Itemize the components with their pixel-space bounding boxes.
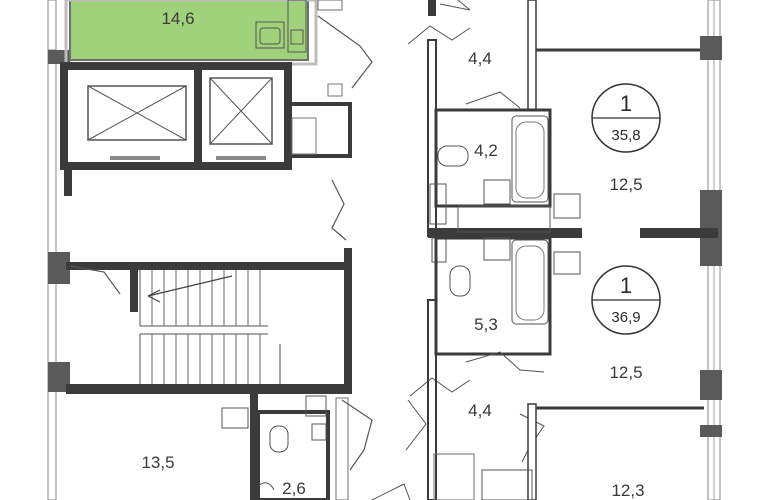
stair-steps-lower	[151, 334, 261, 384]
room-left-bottom[interactable]: 13,5	[70, 394, 250, 500]
stair-direction-arrow	[147, 275, 233, 303]
highlighted-room[interactable]: 14,6	[64, 0, 318, 66]
bathroom-block-bottom: 2,6	[221, 394, 349, 500]
apartment-divider-wall	[428, 228, 582, 238]
bathtub-icon	[511, 239, 549, 325]
bathroom-lower	[434, 236, 552, 356]
stair-steps-upper	[151, 270, 261, 326]
bath-lower-area: 5,3	[474, 315, 498, 334]
sink-icon-lower	[553, 251, 581, 275]
column-right-1	[700, 36, 722, 60]
room-lower-area: 12,5	[609, 363, 642, 382]
toilet-icon	[269, 425, 289, 453]
corridor-wall-right	[428, 0, 436, 16]
toilet-icon	[449, 265, 471, 297]
apartment-lower[interactable]: 5,3 12,5 4,4 1 36,9	[405, 236, 704, 500]
room-left-bottom-area: 13,5	[141, 453, 174, 472]
column-right-4	[700, 425, 722, 437]
corridor-doors	[317, 15, 373, 471]
room-right-bottom-area: 12,3	[611, 481, 644, 500]
apartment-lower-rooms: 1	[620, 273, 632, 298]
sink-icon	[483, 179, 511, 205]
utility-closet	[286, 102, 352, 158]
right-facade	[700, 0, 722, 500]
shaft-vent-top	[317, 0, 343, 11]
wc-bottom-area: 2,6	[282, 479, 306, 498]
column-right-3	[700, 370, 722, 400]
apartment-lower-badge: 1 36,9	[591, 265, 661, 335]
bath-upper-area: 4,2	[474, 141, 498, 160]
left-exterior-wall	[47, 0, 57, 500]
left-facade	[47, 0, 70, 500]
toilet-icon-2	[257, 482, 275, 491]
sink-icon-upper	[553, 193, 581, 219]
highlighted-room-area: 14,6	[161, 9, 194, 28]
staircase	[66, 248, 352, 394]
apartment-lower-total: 36,9	[611, 309, 640, 326]
sink-icon	[221, 407, 249, 429]
sink-icon	[255, 21, 285, 49]
column-left-3	[48, 362, 70, 392]
toilet-icon	[437, 145, 469, 167]
hall-upper-area: 4,4	[468, 49, 492, 68]
apartment-upper[interactable]: 4,4 4,2 12,5 1 35,8	[407, 0, 700, 237]
elevator-shaft-2	[209, 77, 273, 145]
elevator-shaft-1	[87, 85, 187, 141]
window-left-top	[47, 0, 57, 51]
elevator-core	[60, 62, 352, 196]
sink-icon	[483, 237, 511, 261]
highlighted-room-fill	[69, 0, 309, 61]
apartment-upper-badge: 1 35,8	[591, 83, 661, 153]
bathtub-icon	[511, 115, 549, 203]
apartment-upper-rooms: 1	[620, 91, 632, 116]
room-right-bottom[interactable]: 12,3	[371, 469, 645, 500]
column-left-2	[48, 252, 70, 284]
apartment-upper-total: 35,8	[611, 127, 640, 144]
hall-lower-area: 4,4	[468, 401, 492, 420]
shaft-left-end	[64, 166, 72, 196]
washer-icon	[287, 0, 307, 53]
room-upper-area: 12,5	[609, 175, 642, 194]
